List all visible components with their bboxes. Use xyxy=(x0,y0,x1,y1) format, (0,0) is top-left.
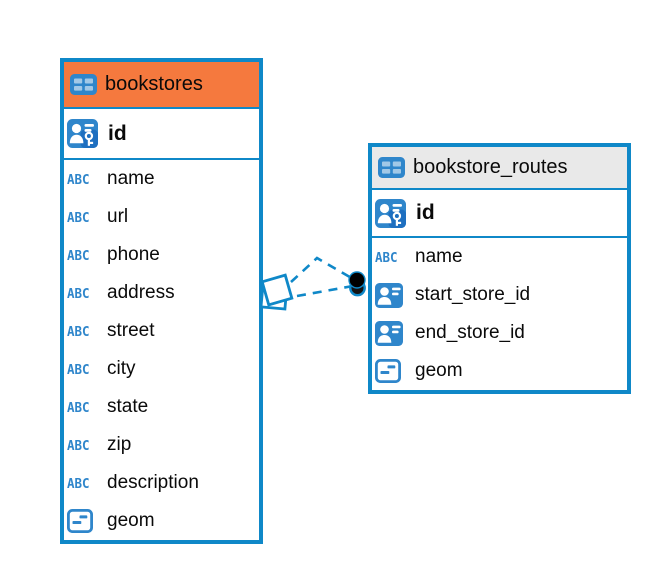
column-row-phone[interactable]: ABC phone xyxy=(64,236,259,274)
table-icon xyxy=(378,157,405,178)
foreign-key-icon xyxy=(375,320,411,346)
column-row-state[interactable]: ABC state xyxy=(64,388,259,426)
column-row-geom[interactable]: geom xyxy=(372,352,627,390)
column-row-street[interactable]: ABC street xyxy=(64,312,259,350)
column-name: url xyxy=(107,206,129,227)
column-name: zip xyxy=(107,434,132,455)
column-name: start_store_id xyxy=(415,284,531,305)
text-type-icon: ABC xyxy=(67,209,90,225)
relationship-line[interactable] xyxy=(296,284,354,298)
column-row-description[interactable]: ABC description xyxy=(64,464,259,502)
foreign-key-icon xyxy=(375,282,411,308)
column-name: phone xyxy=(107,244,160,265)
column-name: name xyxy=(415,246,463,267)
primary-key-icon xyxy=(375,198,411,228)
geometry-type-icon xyxy=(67,509,103,533)
column-row-end_store_id[interactable]: end_store_id xyxy=(372,314,627,352)
geometry-type-icon xyxy=(375,359,411,383)
column-name: geom xyxy=(415,360,463,381)
diamond-marker xyxy=(259,273,294,311)
text-type-icon: ABC xyxy=(67,171,90,187)
relationship-line[interactable] xyxy=(290,256,356,283)
text-type-icon: ABC xyxy=(67,399,90,415)
column-name: end_store_id xyxy=(415,322,525,343)
column-name: description xyxy=(107,472,199,493)
text-type-icon: ABC xyxy=(375,249,398,265)
column-row-zip[interactable]: ABC zip xyxy=(64,426,259,464)
column-name: name xyxy=(107,168,155,189)
divider xyxy=(372,236,627,238)
table-title: bookstores xyxy=(105,73,203,95)
column-row-start_store_id[interactable]: start_store_id xyxy=(372,276,627,314)
divider xyxy=(64,158,259,160)
text-type-icon: ABC xyxy=(67,323,90,339)
primary-key-row[interactable]: id xyxy=(64,109,259,158)
table-header[interactable]: bookstore_routes xyxy=(372,147,627,188)
column-name: city xyxy=(107,358,136,379)
column-row-address[interactable]: ABC address xyxy=(64,274,259,312)
table-title: bookstore_routes xyxy=(413,156,568,178)
primary-key-name: id xyxy=(416,201,435,224)
column-row-name[interactable]: ABC name xyxy=(64,160,259,198)
divider xyxy=(372,188,627,190)
column-name: geom xyxy=(107,510,155,531)
table-header[interactable]: bookstores xyxy=(64,62,259,107)
column-name: address xyxy=(107,282,175,303)
relationship-connector[interactable] xyxy=(259,256,366,311)
column-row-name[interactable]: ABC name xyxy=(372,238,627,276)
text-type-icon: ABC xyxy=(67,285,90,301)
table-icon xyxy=(70,74,97,95)
text-type-icon: ABC xyxy=(67,437,90,453)
column-name: street xyxy=(107,320,155,341)
text-type-icon: ABC xyxy=(67,247,90,263)
column-row-city[interactable]: ABC city xyxy=(64,350,259,388)
text-type-icon: ABC xyxy=(67,475,90,491)
dot-marker xyxy=(348,271,366,297)
primary-key-name: id xyxy=(108,121,127,145)
column-name: state xyxy=(107,396,149,417)
divider xyxy=(64,107,259,109)
text-type-icon: ABC xyxy=(67,361,90,377)
column-row-url[interactable]: ABC url xyxy=(64,198,259,236)
column-row-geom[interactable]: geom xyxy=(64,502,259,540)
primary-key-icon xyxy=(67,119,103,148)
primary-key-row[interactable]: id xyxy=(372,190,627,236)
